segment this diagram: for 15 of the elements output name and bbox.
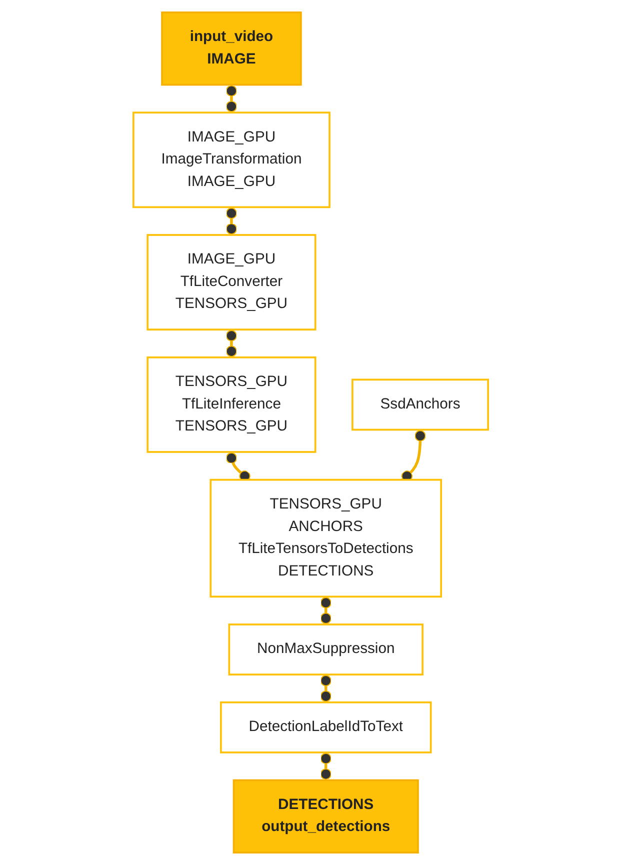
node-box: DETECTIONS output_detections: [232, 779, 419, 854]
node-box: NonMaxSuppression: [228, 624, 424, 676]
connector: [226, 207, 237, 235]
node-box: DetectionLabelIdToText: [220, 701, 432, 754]
node-box: SsdAnchors: [351, 378, 489, 431]
node-box: IMAGE_GPU ImageTransformation IMAGE_GPU: [132, 112, 330, 208]
node-box: TENSORS_GPU ANCHORS TfLiteTensorsToDetections DETECTIONS: [209, 478, 442, 598]
node-box: input_video IMAGE: [160, 12, 302, 86]
connector: [226, 84, 237, 113]
connector: [320, 674, 332, 702]
node-box: IMAGE_GPU TfLiteConverter TENSORS_GPU: [146, 234, 316, 330]
connector: [226, 330, 237, 358]
connector: [320, 752, 332, 780]
connector: [320, 596, 332, 624]
node-box: TENSORS_GPU TfLiteInference TENSORS_GPU: [146, 356, 316, 453]
